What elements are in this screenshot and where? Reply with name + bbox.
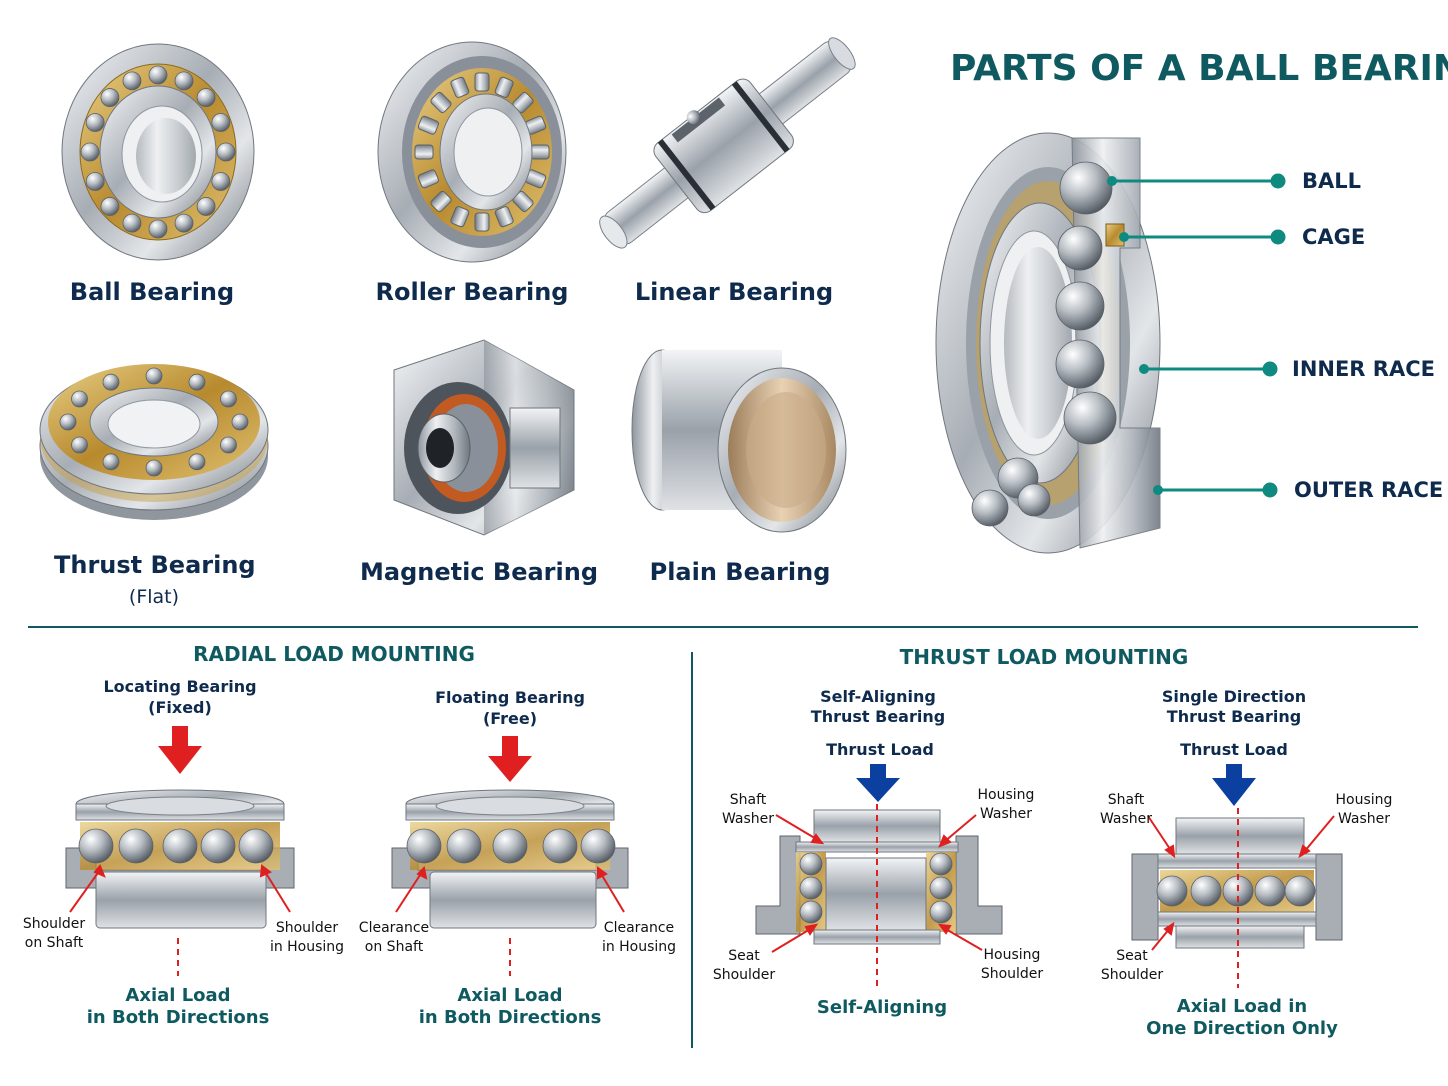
locating-left-label-2: on Shaft (24, 935, 84, 951)
floating-axial-label-2: in Both Directions (418, 1007, 602, 1028)
locating-right-label-2: in Housing (269, 939, 345, 955)
sd-seat-shoulder-label-2: Shoulder (1100, 967, 1164, 983)
self-aligning-load-label: Thrust Load (826, 740, 934, 759)
horizontal-divider (28, 626, 1418, 628)
ball-bearing-illustration (61, 43, 255, 261)
page-title: PARTS OF A BALL BEARING (950, 48, 1448, 89)
part-label-outer-race: OUTER RACE (1294, 478, 1444, 502)
floating-axial-label-1: Axial Load (457, 985, 563, 1006)
sa-bottom-label: Self-Aligning (816, 997, 948, 1018)
single-direction-heading-1: Single Direction (1161, 687, 1307, 706)
thrust-load-title: THRUST LOAD MOUNTING (899, 645, 1189, 669)
plain-bearing-illustration (631, 349, 847, 533)
floating-right-label-1: Clearance (603, 920, 675, 936)
sd-bottom-label-2: One Direction Only (1146, 1018, 1338, 1039)
locating-left-label-1: Shoulder (22, 916, 86, 932)
sd-housing-washer-label-1: Housing (1335, 792, 1393, 808)
parts-leader-lines (1107, 173, 1286, 498)
roller-bearing-label: Roller Bearing (375, 278, 569, 306)
single-direction-load-label: Thrust Load (1180, 740, 1288, 759)
roller-bearing-illustration (377, 41, 567, 263)
sa-housing-washer-label-2: Washer (979, 806, 1033, 822)
part-label-ball: BALL (1302, 169, 1362, 193)
radial-mounting-diagrams (65, 726, 629, 976)
vertical-divider (691, 652, 693, 1048)
part-label-cage: CAGE (1302, 225, 1366, 249)
locating-right-label-1: Shoulder (275, 920, 339, 936)
floating-heading-2: (Free) (482, 709, 538, 728)
self-aligning-heading-2: Thrust Bearing (810, 707, 946, 726)
self-aligning-heading-1: Self-Aligning (820, 687, 936, 706)
sa-shaft-washer-label-1: Shaft (729, 792, 767, 808)
plain-bearing-label: Plain Bearing (649, 558, 831, 586)
linear-bearing-label: Linear Bearing (634, 278, 834, 306)
thrust-bearing-illustration (39, 364, 269, 520)
floating-right-label-2: in Housing (601, 939, 677, 955)
sa-seat-shoulder-label-2: Shoulder (712, 967, 776, 983)
sa-housing-shoulder-label-2: Shoulder (980, 966, 1044, 982)
locating-heading-2: (Fixed) (148, 698, 212, 717)
floating-heading-1: Floating Bearing (435, 688, 585, 707)
sa-seat-shoulder-label-1: Seat (728, 948, 760, 964)
floating-left-label-1: Clearance (358, 920, 430, 936)
ball-bearing-cutaway-illustration (935, 132, 1161, 554)
sa-shaft-washer-label-2: Washer (721, 811, 775, 827)
sd-seat-shoulder-label-1: Seat (1116, 948, 1148, 964)
single-direction-heading-2: Thrust Bearing (1166, 707, 1302, 726)
sd-bottom-label-1: Axial Load in (1176, 996, 1308, 1017)
sa-housing-shoulder-label-1: Housing (983, 947, 1041, 963)
magnetic-bearing-label: Magnetic Bearing (360, 558, 598, 586)
linear-bearing-illustration (599, 37, 856, 249)
locating-heading-1: Locating Bearing (103, 677, 257, 696)
locating-axial-label-1: Axial Load (125, 985, 231, 1006)
sd-housing-washer-label-2: Washer (1337, 811, 1391, 827)
sd-shaft-washer-label-1: Shaft (1107, 792, 1145, 808)
sd-shaft-washer-label-2: Washer (1099, 811, 1153, 827)
floating-left-label-2: on Shaft (364, 939, 424, 955)
sa-housing-washer-label-1: Housing (977, 787, 1035, 803)
ball-bearing-label: Ball Bearing (69, 278, 235, 306)
locating-axial-label-2: in Both Directions (86, 1007, 270, 1028)
thrust-bearing-sublabel: (Flat) (128, 586, 180, 608)
thrust-bearing-label: Thrust Bearing (54, 551, 256, 579)
radial-load-title: RADIAL LOAD MOUNTING (193, 642, 475, 666)
magnetic-bearing-illustration (393, 339, 575, 536)
part-label-inner-race: INNER RACE (1292, 357, 1435, 381)
